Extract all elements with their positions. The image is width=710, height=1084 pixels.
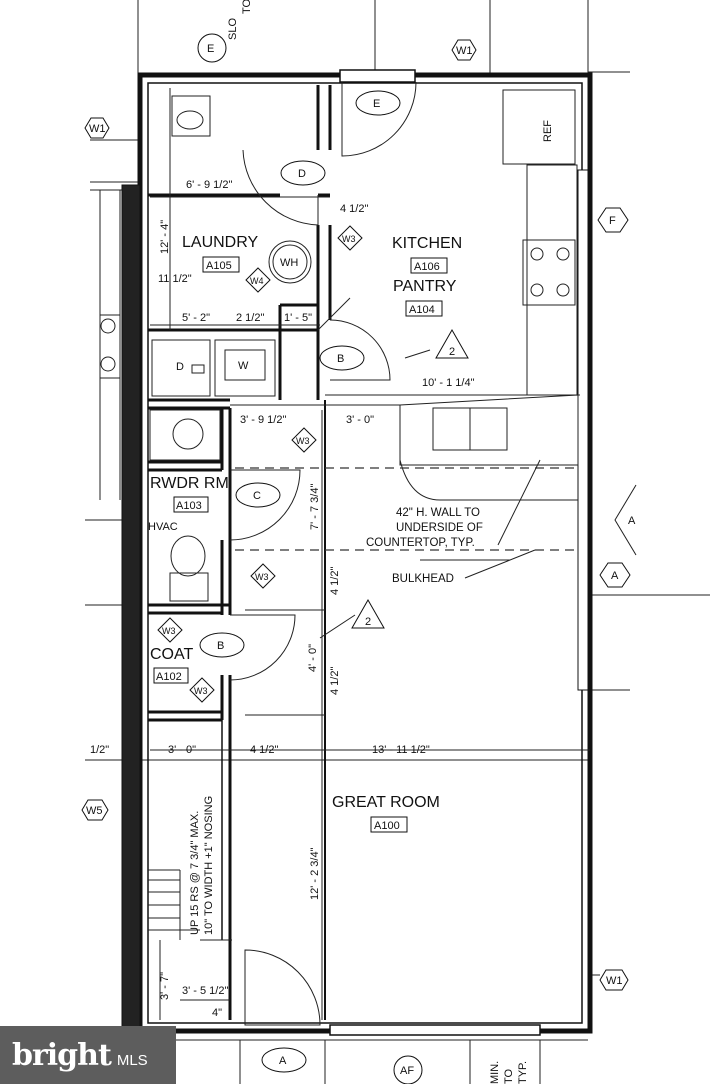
door-tag-e: E [373, 98, 380, 110]
wall-note-line-3: COUNTERTOP, TYP. [366, 537, 475, 549]
door-tag-c: C [253, 490, 261, 502]
dimension-text: 11 1/2" [158, 273, 192, 285]
room-code-powder: A103 [176, 500, 202, 512]
stair-note-line-2: 10" TO WIDTH +1" NOSING [203, 796, 215, 935]
wall-type-tags: W3 W4 W3 W3 W3 W3 [157, 225, 363, 703]
room-code-laundry: A105 [206, 260, 232, 272]
wall-tag-w3-hall: W3 [296, 436, 310, 446]
dimension-text: 12' - 4" [159, 220, 171, 254]
room-name-pantry: PANTRY [393, 278, 457, 295]
watermark-sub: MLS [116, 1051, 148, 1069]
stairs [148, 869, 232, 941]
room-name-kitchen: KITCHEN [392, 235, 462, 252]
window-tag-w5: W5 [86, 805, 103, 817]
bottom-cut-note-1: MIN. [489, 1061, 501, 1084]
room-name-coat: COAT [150, 646, 193, 663]
window-tag-w1-top: W1 [456, 45, 473, 57]
dimension-text: 4 1/2" [329, 567, 341, 595]
bottom-cut-note-2: TO [503, 1068, 515, 1084]
hvac-label: HVAC [148, 521, 178, 533]
top-cut-note: SLO [227, 18, 239, 40]
wall-tag-w4: W4 [250, 276, 264, 286]
dimension-text: 4" [212, 1007, 222, 1019]
dimension-text: 3' - 0" [346, 414, 374, 426]
watermark-brand: bright [12, 1037, 112, 1073]
dimension-text: 4' - 0" [307, 644, 319, 672]
revision-triangles: 2 2 [351, 328, 469, 629]
room-labels: LAUNDRY A105 KITCHEN A106 PANTRY A104 RW… [150, 234, 462, 833]
dimension-text: 3' - 9 1/2" [240, 414, 286, 426]
refrigerator-label: REF [542, 120, 554, 142]
dimension-text: 12' - 2 3/4" [309, 847, 321, 900]
room-code-pantry: A104 [409, 304, 435, 316]
dimension-text: 7' - 7 3/4" [309, 484, 321, 530]
revision-tag-great-room: 2 [365, 616, 371, 628]
room-name-laundry: LAUNDRY [182, 234, 259, 251]
door-tag-a: A [279, 1055, 287, 1067]
water-heater-label: WH [280, 257, 298, 269]
wall-note-line-1: 42" H. WALL TO [396, 507, 480, 519]
exterior-walls [121, 69, 593, 1036]
door-swings [229, 81, 417, 1026]
laundry-fixtures [151, 95, 312, 397]
fixture-labels: WH D W HVAC REF [148, 120, 554, 533]
window-tags: W1 W1 W1 W5 F A A [81, 39, 637, 991]
window-tag-a: A [611, 570, 619, 582]
dimension-text: 10' - 1 1/4" [422, 377, 475, 389]
door-tag-b-coat: B [217, 640, 224, 652]
door-tags: E E D B C B A AF [197, 33, 423, 1084]
annotation-notes: 42" H. WALL TO UNDERSIDE OF COUNTERTOP, … [189, 0, 529, 1084]
stair-note-line-1: UP 15 RS @ 7 3/4" MAX. [189, 811, 201, 935]
dimension-text: 6' - 9 1/2" [186, 179, 232, 191]
dimension-text: 3' - 7" [159, 972, 171, 1000]
dimension-text: 13' - 11 1/2" [372, 744, 430, 756]
dryer-label: D [176, 361, 184, 373]
revision-tag-kitchen: 2 [449, 346, 455, 358]
dimension-labels: 6' - 9 1/2" 4 1/2" 12' - 4" 11 1/2" 5' -… [90, 179, 475, 1019]
window-tag-w1-left: W1 [89, 123, 106, 135]
window-tag-w1-right: W1 [606, 975, 623, 987]
dimension-text: 1' - 5" [284, 312, 312, 324]
room-code-coat: A102 [156, 671, 182, 683]
bulkhead-note: BULKHEAD [392, 573, 454, 585]
door-tag-e-top: E [207, 43, 214, 55]
bright-mls-watermark: bright MLS [0, 1026, 176, 1084]
dimension-text: 1/2" [90, 744, 109, 756]
powder-fixtures [149, 409, 221, 602]
room-code-kitchen: A106 [414, 261, 440, 273]
dimension-text: 4 1/2" [329, 667, 341, 695]
dimension-lines [150, 88, 590, 1020]
dimension-text: 4 1/2" [250, 744, 278, 756]
top-cut-note-2: TO [241, 0, 253, 14]
room-name-powder: RWDR RM [150, 475, 229, 492]
bottom-cut-note-3: TYP. [517, 1061, 529, 1084]
washer-label: W [238, 360, 249, 372]
wall-tag-w3-powder: W3 [255, 572, 269, 582]
window-tag-f: F [609, 215, 616, 227]
door-tag-af: AF [400, 1065, 414, 1077]
dimension-text: 3' - 5 1/2" [182, 985, 228, 997]
room-code-great-room: A100 [374, 820, 400, 832]
door-tag-b-pantry: B [337, 353, 344, 365]
dimension-text: 2 1/2" [236, 312, 264, 324]
wall-tag-w3-coat-top: W3 [162, 626, 176, 636]
room-name-great-room: GREAT ROOM [332, 794, 440, 811]
section-tag-a: A [628, 515, 636, 527]
wall-tag-w3-coat: W3 [194, 686, 208, 696]
dimension-text: 3' - 0" [168, 744, 196, 756]
wall-tag-w3-kitchen: W3 [342, 234, 356, 244]
dimension-text: 5' - 2" [182, 312, 210, 324]
wall-note-line-2: UNDERSIDE OF [396, 522, 483, 534]
dimension-text: 4 1/2" [340, 203, 368, 215]
door-tag-d: D [298, 168, 306, 180]
